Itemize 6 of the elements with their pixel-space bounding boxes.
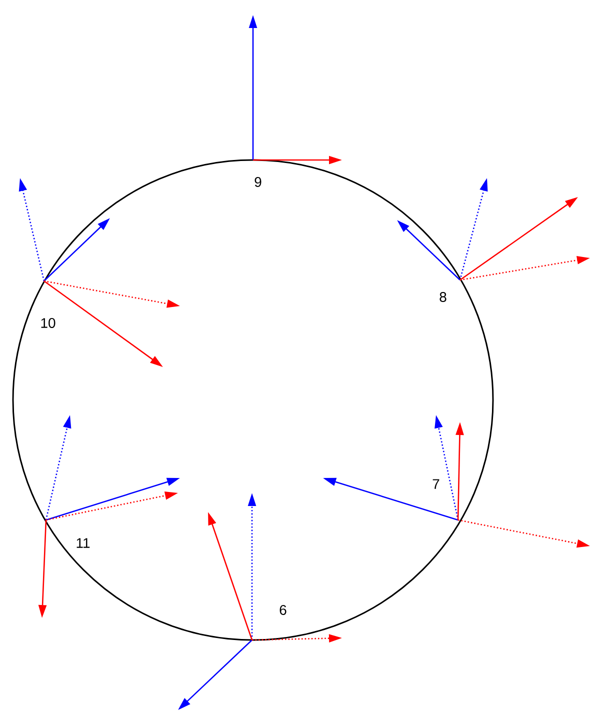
point-label: 7: [432, 479, 440, 489]
point-label: 11: [76, 538, 90, 548]
point-label: 8: [440, 292, 446, 302]
point-label: 10: [41, 318, 56, 328]
point-label: 6: [280, 605, 286, 615]
point-label: 9: [254, 177, 262, 187]
